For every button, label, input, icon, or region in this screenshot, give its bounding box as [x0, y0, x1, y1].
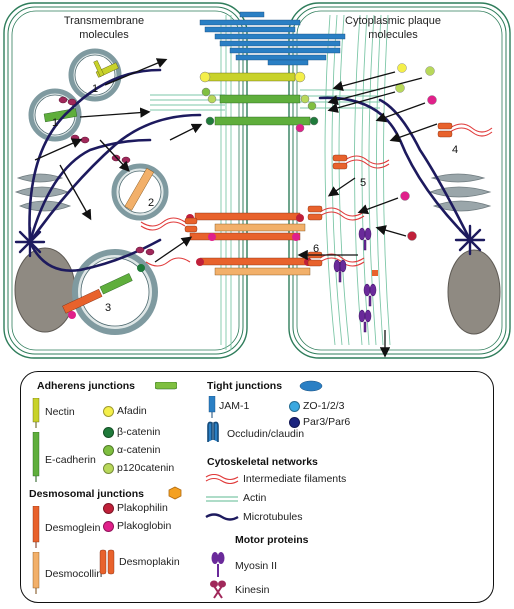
ecadherin-icon [32, 432, 40, 482]
vesicle-3 [62, 249, 158, 335]
legend-heading-adherens: Adherens junctions [37, 380, 136, 392]
beta-catenin-icon [103, 427, 114, 438]
intermediate-filaments [140, 123, 493, 267]
myosin-group [333, 227, 377, 333]
legend-beta-catenin: β-catenin [117, 426, 161, 438]
legend-panel: Adherens junctions Nectin E-cadherin Afa… [20, 371, 494, 603]
left-cell [3, 2, 248, 359]
microtubule-icon [205, 513, 239, 521]
vesicle-label-1a: 1 [92, 83, 98, 95]
plakoglobin-icon [103, 521, 114, 532]
vesicle-label-1b: 1 [52, 117, 58, 129]
legend-alpha-catenin: α-catenin [117, 444, 161, 456]
legend-desmoglein: Desmoglein [45, 522, 101, 534]
legend-heading-motor: Motor proteins [235, 534, 309, 546]
legend-desmocollin: Desmocollin [45, 568, 103, 580]
adherens-icon [155, 382, 177, 390]
occludin-icon [207, 421, 219, 442]
legend-jam1: JAM-1 [219, 400, 250, 412]
p120-catenin-icon [103, 463, 114, 474]
legend-zo: ZO-1/2/3 [303, 400, 345, 412]
pathway-label-5: 5 [360, 177, 366, 189]
legend-heading-cytoskeletal: Cytoskeletal networks [207, 456, 318, 468]
legend-heading-desmosomal: Desmosomal junctions [29, 488, 144, 500]
nucleus-right [447, 249, 501, 335]
desmoplakin-icon [99, 549, 115, 575]
par-icon [289, 417, 300, 428]
trafficking-arrows [34, 58, 438, 358]
legend-desmoplakin: Desmoplakin [119, 556, 180, 568]
right-cell [288, 2, 511, 359]
legend-microtubules: Microtubules [243, 511, 303, 523]
legend-afadin: Afadin [117, 405, 147, 417]
vesicle-2 [111, 163, 169, 221]
actin-icon [206, 496, 238, 502]
actin-network-right [300, 14, 391, 346]
jam-icon [208, 396, 216, 418]
intermediate-filament-icon [205, 474, 239, 484]
alpha-catenin-icon [103, 445, 114, 456]
desmosomal-icon [168, 486, 182, 500]
legend-nectin: Nectin [45, 406, 75, 418]
tight-junction-icon [299, 380, 323, 392]
vesicle-1b [28, 88, 82, 142]
pathway-label-4: 4 [452, 144, 458, 156]
legend-ecadherin: E-cadherin [45, 454, 96, 466]
legend-plakoglobin: Plakoglobin [117, 520, 172, 532]
desmoglein-icon [32, 506, 40, 548]
afadin-icon [103, 406, 114, 417]
kinesin-icon [210, 580, 226, 599]
vesicle-label-2: 2 [148, 197, 154, 209]
legend-myosin: Myosin II [235, 560, 278, 572]
desmosome-strands [186, 212, 312, 276]
legend-kinesin: Kinesin [235, 584, 270, 596]
legend-p120catenin: p120catenin [117, 462, 175, 474]
legend-heading-tight: Tight junctions [207, 380, 283, 392]
nectin-icon [32, 398, 40, 428]
legend-occludin: Occludin/claudin [227, 428, 305, 440]
desmocollin-icon [32, 552, 40, 594]
vesicle-label-3: 3 [105, 302, 111, 314]
legend-plakophilin: Plakophilin [117, 502, 168, 514]
adherens-junction-strands [199, 71, 319, 133]
pathway-label-6: 6 [313, 243, 319, 255]
centrosome-left [14, 226, 46, 258]
legend-intermediate-filaments: Intermediate filaments [243, 473, 347, 485]
plakophilin-icon [103, 503, 114, 514]
free-plaque-molecules [395, 63, 437, 241]
legend-actin: Actin [243, 492, 267, 504]
zo-icon [289, 401, 300, 412]
legend-par: Par3/Par6 [303, 416, 351, 428]
tight-junction-strands [199, 11, 346, 66]
centrosome-right [454, 224, 486, 256]
small-orange-marker [372, 270, 378, 276]
vesicle-1a [68, 48, 122, 102]
myosin-icon [211, 552, 225, 577]
